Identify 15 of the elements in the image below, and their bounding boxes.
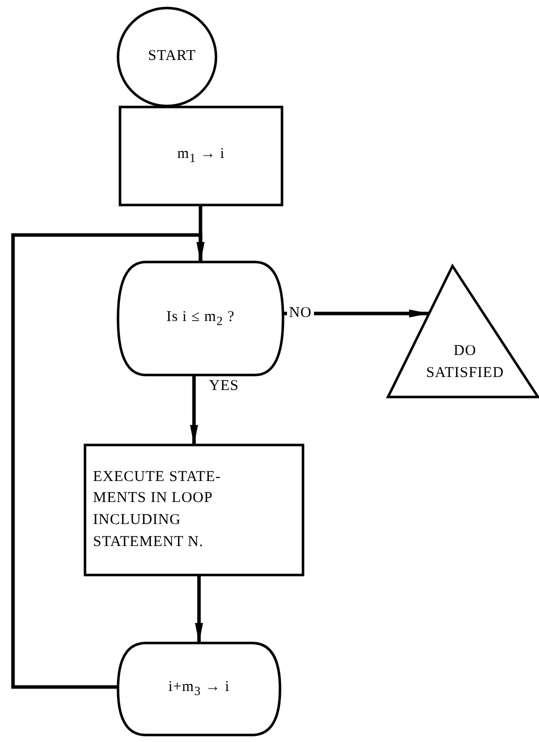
start-circle: [116, 6, 218, 108]
node-text: m$_{1}$ → i: [177, 145, 225, 168]
process-box: [84, 444, 304, 576]
arrow: [195, 575, 203, 643]
node-text: i+m$_{3}$ → i: [168, 678, 230, 700]
exit-triangle: [386, 263, 539, 398]
node-text: Is i ≤ m$_{2}$ ?: [166, 308, 235, 330]
node-text: DO SATISFIED: [425, 342, 505, 382]
arrow: [11, 233, 204, 689]
rounded-step-box: [116, 642, 282, 736]
node-text: EXECUTE STATE- MENTS IN LOOP INCLUDING STATEMENT N.: [93, 468, 222, 552]
process-box: [118, 106, 284, 206]
node-text: START: [148, 47, 196, 66]
rounded-step-box: [116, 260, 284, 376]
arrow: [190, 375, 198, 445]
